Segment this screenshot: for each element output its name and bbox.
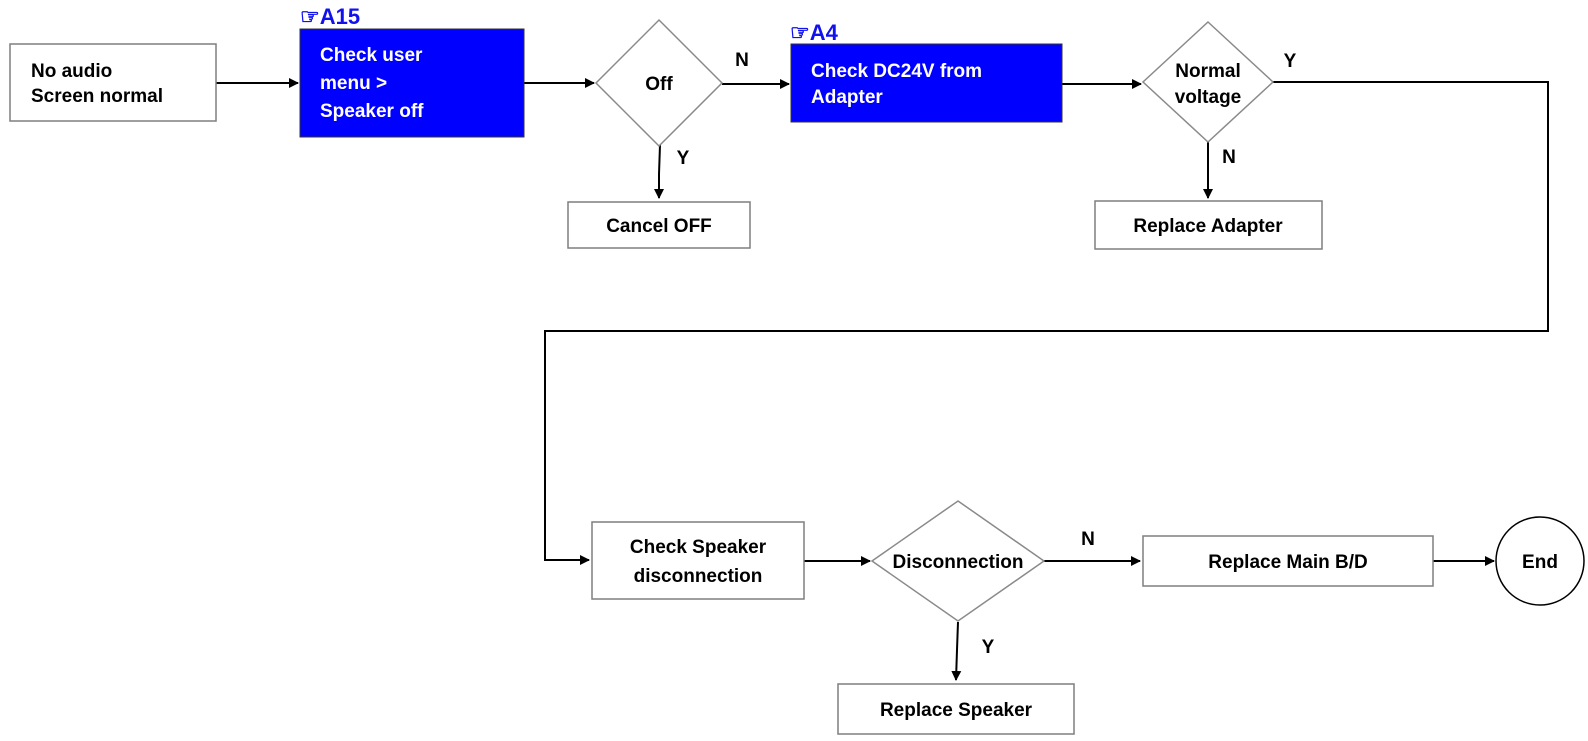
start-line2: Screen normal [31, 86, 163, 107]
check-speaker-line2: disconnection [634, 566, 763, 587]
decision-off: Off [594, 18, 724, 148]
arrow-off-yes-to-cancel [654, 144, 664, 199]
edge-label-voltage-yes: Y [1284, 51, 1297, 72]
decision-disconnection: Disconnection [870, 500, 1046, 622]
edge-label-disc-yes: Y [982, 637, 995, 658]
cancel-off-label: Cancel OFF [606, 216, 712, 237]
reference-a15: ☞A15 [300, 4, 360, 29]
arrow-disconnection-yes-to-replace-speaker [951, 621, 962, 681]
start-line1: No audio [31, 61, 112, 82]
disconnection-label: Disconnection [893, 552, 1024, 573]
edge-label-off-yes: Y [677, 148, 690, 169]
end-label: End [1522, 552, 1558, 573]
check-dc-line1: Check DC24V from [811, 61, 982, 82]
check-menu-line3: Speaker off [320, 101, 424, 122]
voltage-line1: Normal [1175, 61, 1240, 82]
off-label: Off [645, 74, 673, 95]
node-no-audio: No audio Screen normal [9, 43, 217, 122]
node-cancel-off: Cancel OFF [567, 201, 751, 249]
edge-label-off-no: N [735, 50, 749, 71]
node-replace-speaker: Replace Speaker [837, 683, 1075, 735]
node-end: End [1495, 516, 1585, 606]
reference-a4: ☞A4 [790, 20, 839, 45]
node-replace-adapter: Replace Adapter [1094, 200, 1323, 250]
edge-label-voltage-no: N [1222, 147, 1236, 168]
replace-adapter-label: Replace Adapter [1133, 216, 1283, 237]
check-menu-line1: Check user [320, 45, 423, 66]
decision-normal-voltage: Normal voltage [1141, 20, 1275, 144]
arrow-voltage-yes-to-check-speaker [544, 81, 1549, 565]
check-menu-line2: menu > [320, 73, 387, 94]
replace-main-label: Replace Main B/D [1208, 552, 1367, 573]
node-check-speaker: Check Speaker disconnection [591, 521, 805, 600]
node-check-user-menu: ☞A15 Check user menu > Speaker off [299, 4, 525, 138]
node-replace-main-bd: Replace Main B/D [1142, 535, 1434, 587]
check-dc-line2: Adapter [811, 87, 883, 108]
connectors [216, 78, 1549, 681]
voltage-line2: voltage [1175, 87, 1242, 108]
check-speaker-line1: Check Speaker [630, 537, 767, 558]
node-check-dc24v: ☞A4 Check DC24V from Adapter [790, 20, 1063, 123]
replace-speaker-label: Replace Speaker [880, 700, 1033, 721]
edge-label-disc-no: N [1081, 529, 1095, 550]
